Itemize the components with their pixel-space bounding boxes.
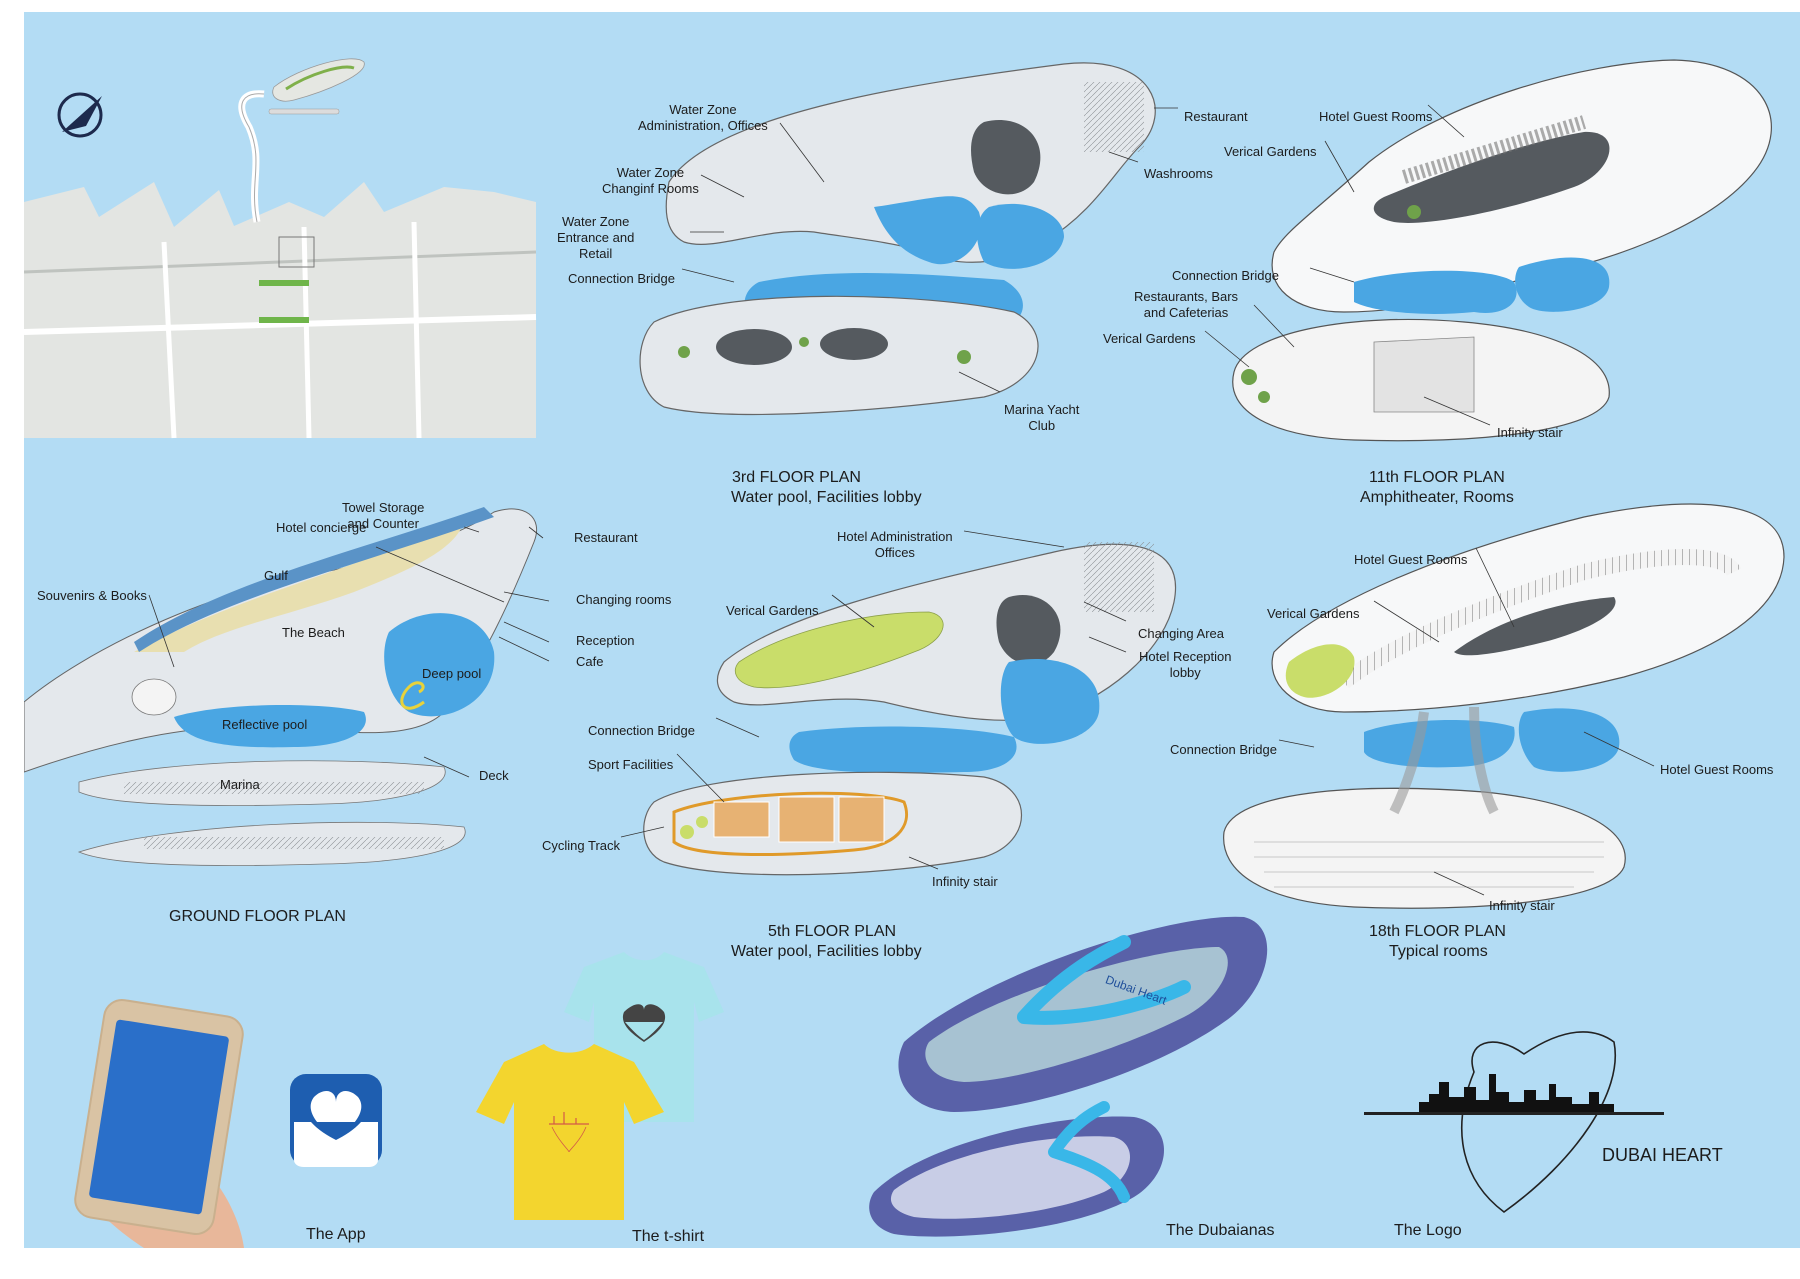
- drawings-layer: [24, 12, 1785, 1248]
- flipflops-illustration: [869, 916, 1268, 1237]
- floor11-subtitle: Amphitheater, Rooms: [1360, 489, 1514, 506]
- label-deep-pool: Deep pool: [422, 666, 482, 681]
- floor5-title: 5th FLOOR PLAN: [768, 923, 897, 940]
- caption-logo: The Logo: [1394, 1222, 1462, 1239]
- floor18-subtitle: Typical rooms: [1389, 943, 1488, 960]
- label-rooms2: Hotel Guest Rooms: [1660, 762, 1774, 777]
- label-marina: Marina: [220, 777, 260, 792]
- app-heart-icon: [290, 1074, 382, 1167]
- label-reception: Reception: [576, 633, 635, 648]
- label-gardens2: Verical Gardens: [1103, 331, 1196, 346]
- label-bridge: Connection Bridge: [1170, 742, 1277, 757]
- floor11-title: 11th FLOOR PLAN: [1369, 469, 1505, 486]
- label-restaurant: Restaurant: [1184, 109, 1248, 124]
- label-stair: Infinity stair: [932, 874, 998, 889]
- label-washrooms: Washrooms: [1144, 166, 1213, 181]
- caption-tshirt: The t-shirt: [632, 1228, 705, 1245]
- label-reflective: Reflective pool: [222, 717, 308, 732]
- label-changing: Changing rooms: [576, 592, 672, 607]
- label-gulf: Gulf: [264, 568, 288, 583]
- compass-icon: [57, 92, 103, 138]
- label-rooms: Hotel Guest Rooms: [1354, 552, 1468, 567]
- leader-lines: [148, 104, 1655, 896]
- label-concierge: Hotel concierge: [276, 520, 367, 535]
- label-souvenirs: Souvenirs & Books: [37, 588, 147, 603]
- label-cafe: Cafe: [576, 654, 604, 669]
- phone-illustration: [74, 998, 245, 1248]
- label-stair: Infinity stair: [1497, 425, 1563, 440]
- ground-plan: [24, 507, 538, 866]
- label-bridge: Connection Bridge: [568, 271, 675, 286]
- label-sport: Sport Facilities: [588, 757, 674, 772]
- floor3-plan: [639, 62, 1156, 416]
- label-stair: Infinity stair: [1489, 898, 1555, 913]
- dubai-heart-logo: [1364, 1031, 1664, 1213]
- floor18-plan: [1223, 503, 1785, 909]
- label-gardens: Verical Gardens: [1224, 144, 1317, 159]
- label-gardens: Verical Gardens: [726, 603, 819, 618]
- label-rooms: Hotel Guest Rooms: [1319, 109, 1433, 124]
- tshirt-yellow: [476, 1044, 664, 1220]
- floor5-subtitle: Water pool, Facilities lobby: [731, 943, 922, 960]
- label-bridge: Connection Bridge: [588, 723, 695, 738]
- caption-dubaianas: The Dubaianas: [1166, 1222, 1275, 1239]
- label-deck: Deck: [479, 768, 509, 783]
- logo-text: DUBAI HEART: [1602, 1145, 1723, 1165]
- label-restaurant: Restaurant: [574, 530, 638, 545]
- floor3-title: 3rd FLOOR PLAN: [732, 469, 861, 486]
- label-gardens: Verical Gardens: [1267, 606, 1360, 621]
- ground-title: GROUND FLOOR PLAN: [169, 908, 346, 925]
- label-bridge: Connection Bridge: [1172, 268, 1279, 283]
- label-cycling: Cycling Track: [542, 838, 621, 853]
- floor5-plan: [643, 542, 1176, 876]
- label-beach: The Beach: [282, 625, 345, 640]
- floor11-plan: [1232, 59, 1772, 442]
- site-map: [24, 12, 537, 439]
- floor18-title: 18th FLOOR PLAN: [1369, 923, 1506, 940]
- caption-app: The App: [306, 1226, 366, 1243]
- floor3-subtitle: Water pool, Facilities lobby: [731, 489, 922, 506]
- label-changing: Changing Area: [1138, 626, 1225, 641]
